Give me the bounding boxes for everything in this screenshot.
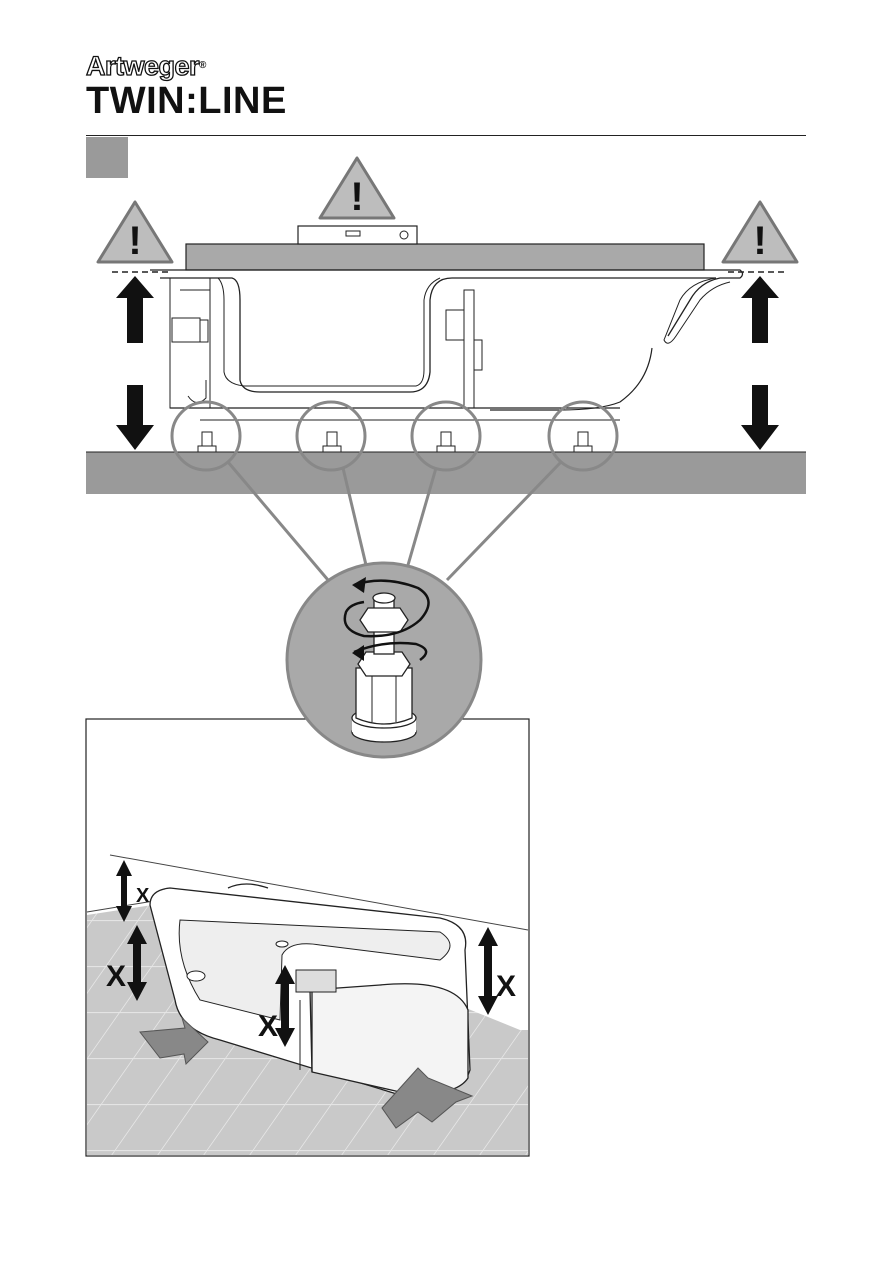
dimension-label-x: X: [496, 970, 516, 1003]
svg-text:!: !: [128, 219, 141, 263]
dimension-label-x: X: [136, 885, 150, 907]
warning-icon-right: !: [723, 202, 797, 263]
dimension-label-x: X: [258, 1010, 278, 1043]
right-height-arrows: [741, 276, 779, 450]
installed-tub-perspective: X X X X: [86, 719, 529, 1156]
dimension-label-x: X: [106, 960, 126, 993]
left-height-arrows: [116, 276, 154, 450]
spirit-level: [298, 226, 417, 244]
floor-slab: [86, 452, 806, 494]
svg-text:!: !: [350, 175, 363, 219]
svg-text:!: !: [753, 219, 766, 263]
level-board: [186, 244, 704, 270]
foot-adjustment-zoom: [287, 563, 481, 757]
bathtub-side-view: ! ! !: [86, 158, 806, 580]
adjustable-feet: [198, 432, 592, 452]
warning-icon-left: !: [98, 202, 172, 263]
warning-icon-center: !: [320, 158, 394, 219]
